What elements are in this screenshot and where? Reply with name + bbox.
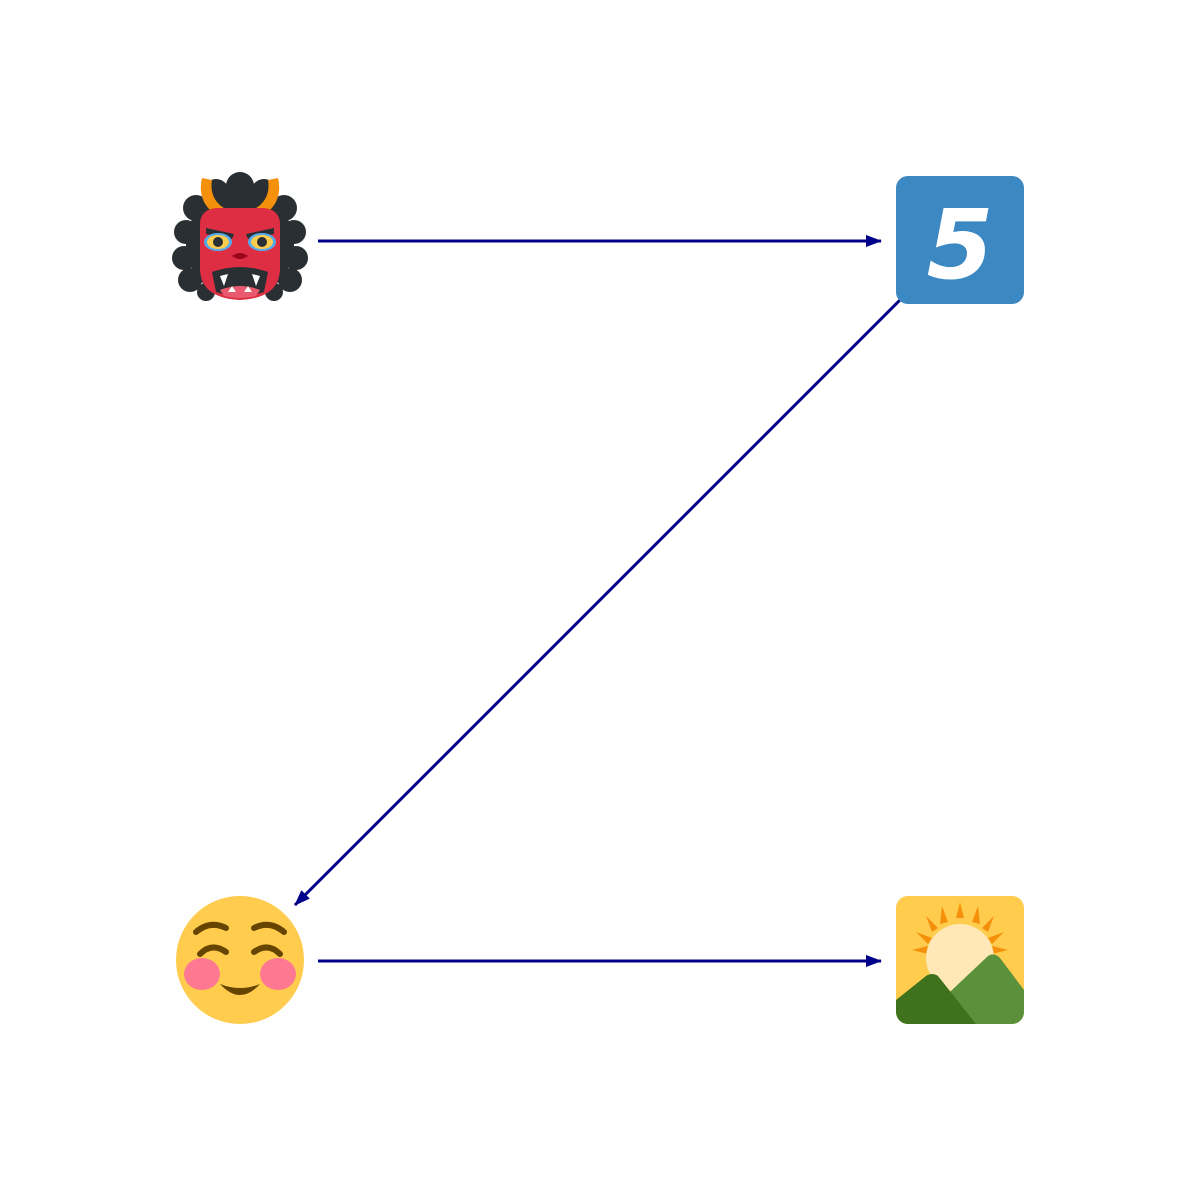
edge-five-to-smile xyxy=(293,298,902,907)
ogre-icon xyxy=(172,172,308,301)
edges xyxy=(293,235,902,967)
keycap-five-label: 5 xyxy=(927,189,994,301)
keycap-five-icon: 5 xyxy=(896,176,1024,304)
sunrise-over-mountains-icon xyxy=(896,896,1024,1024)
smiling-face-icon xyxy=(176,896,304,1024)
